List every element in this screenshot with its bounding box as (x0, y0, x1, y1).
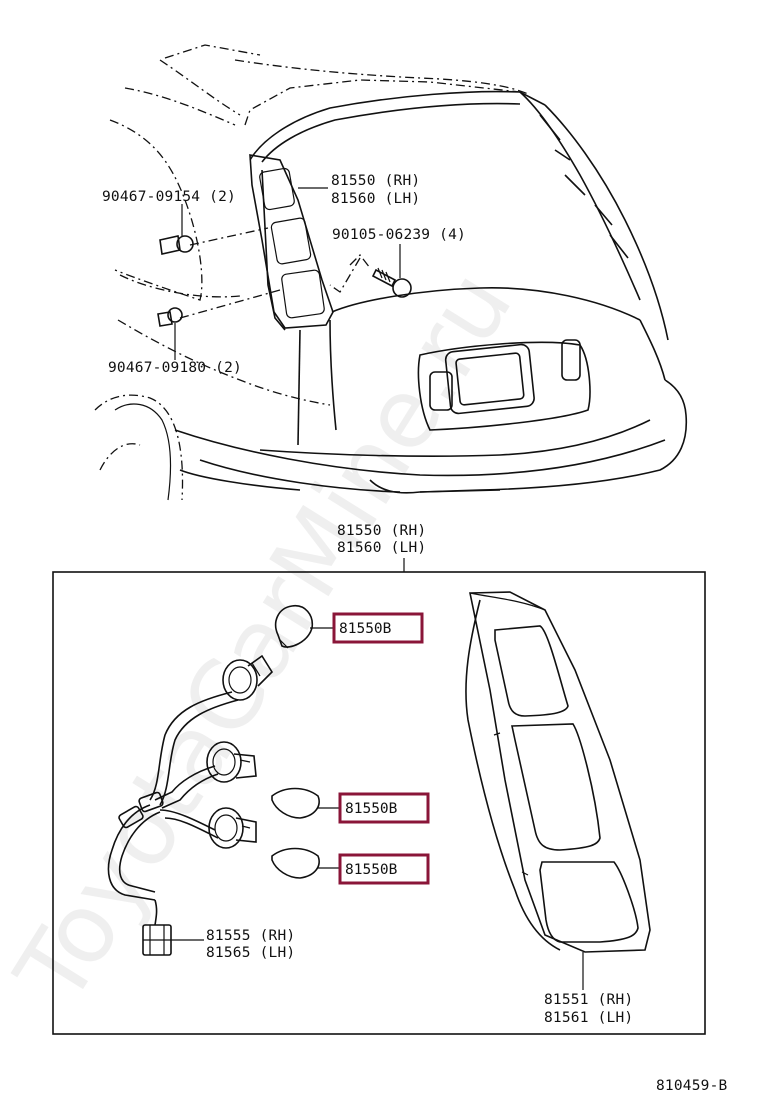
bulb-part-number: 81550B (345, 801, 398, 817)
lens-lh-label: 81561 (LH) (544, 1010, 633, 1026)
screw (371, 267, 412, 298)
watermark-logo: ToyotaCarMine.ru (0, 252, 534, 1023)
detail-frame (52, 571, 706, 1035)
tail-lamp-top (249, 154, 334, 329)
bulb-callout-1[interactable]: 81550B (332, 612, 424, 644)
screw-label: 90105-06239 (4) (332, 227, 466, 243)
clip-upper (159, 235, 194, 255)
clip-lower-label: 90467-09180 (2) (108, 360, 242, 376)
lamp-lens (465, 591, 651, 953)
bulb-part-number: 81550B (345, 862, 398, 878)
socket-wire-lh-label: 81565 (LH) (206, 945, 295, 961)
lamp-assy-rh-label: 81550 (RH) (331, 173, 420, 189)
detail-assy-rh-label: 81550 (RH) (337, 523, 426, 539)
detail-assy-lh-label: 81560 (LH) (337, 540, 426, 556)
diagram-code: 810459-B (656, 1078, 728, 1094)
clip-lower (157, 307, 183, 327)
lamp-assy-lh-label: 81560 (LH) (331, 191, 420, 207)
bulb-callout-2[interactable]: 81550B (338, 792, 430, 824)
lens-rh-label: 81551 (RH) (544, 992, 633, 1008)
bulb-callout-3[interactable]: 81550B (338, 853, 430, 885)
bulb-part-number: 81550B (339, 621, 392, 637)
socket-wire-harness (107, 605, 320, 956)
car-rear-illustration (94, 44, 688, 501)
socket-wire-rh-label: 81555 (RH) (206, 928, 295, 944)
clip-upper-label: 90467-09154 (2) (102, 189, 236, 205)
